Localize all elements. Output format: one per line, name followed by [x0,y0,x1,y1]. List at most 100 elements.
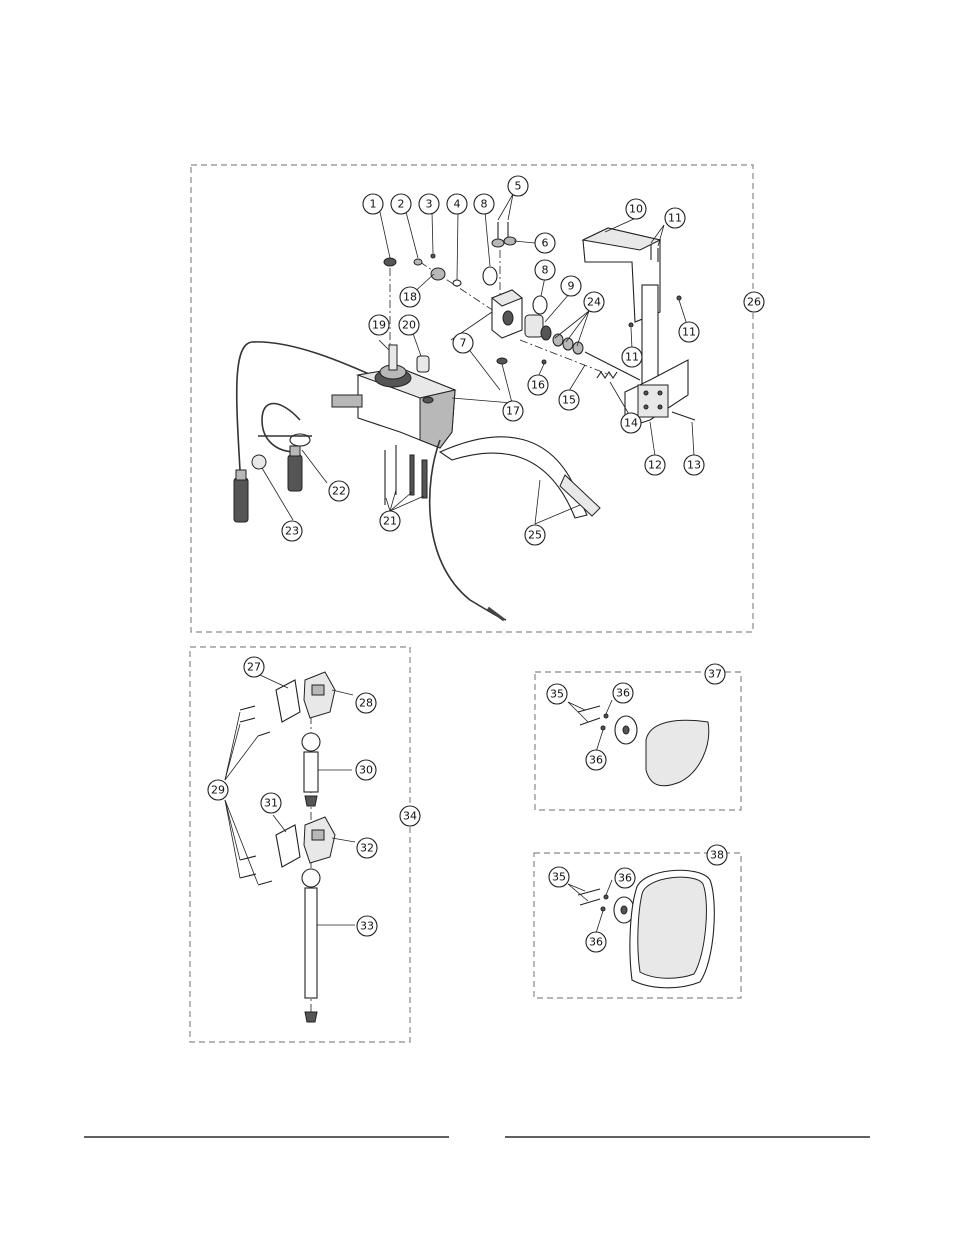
callout-17: 17 [502,400,524,422]
part-3 [430,253,436,259]
callout-37: 37 [704,663,726,685]
washer-6a [491,238,505,248]
callout-26: 26 [743,291,765,313]
callout-12: 12 [644,454,666,476]
bushing-9 [524,314,544,338]
callout-27: 27 [243,656,265,678]
svg-text:16: 16 [531,379,545,392]
callout-4: 4 [446,193,468,215]
svg-text:12: 12 [648,459,662,472]
svg-text:10: 10 [629,203,643,216]
svg-text:26: 26 [747,296,761,309]
headrest-38-drawing [577,869,715,989]
svg-text:3: 3 [426,198,433,211]
svg-text:8: 8 [481,198,488,211]
svg-text:36: 36 [618,872,632,885]
svg-text:17: 17 [506,405,520,418]
svg-text:2: 2 [398,198,405,211]
svg-text:37: 37 [708,668,722,681]
connector-22 [287,454,303,492]
ring-8b [532,295,548,315]
callout-2: 2 [390,193,412,215]
callout-33: 33 [356,915,378,937]
rod-33 [304,887,318,999]
part-1 [383,257,397,267]
callout-10: 10 [625,198,647,220]
svg-text:36: 36 [589,936,603,949]
svg-text:35: 35 [550,688,564,701]
callout-6: 6 [534,232,556,254]
headrest-37-drawing [577,705,710,787]
callout-29: 29 [207,779,229,801]
svg-text:5: 5 [515,180,522,193]
callout-15: 15 [558,389,580,411]
part-18 [430,267,446,281]
callout-30: 30 [355,759,377,781]
callout-20: 20 [398,314,420,336]
callout-21: 21 [379,510,401,532]
svg-text:4: 4 [454,198,461,211]
callout-36c: 36 [614,867,636,889]
svg-text:15: 15 [562,394,576,407]
part-4 [452,279,462,287]
svg-text:34: 34 [403,810,417,823]
callout-34: 34 [399,805,421,827]
callout-32: 32 [356,837,378,859]
callout-14: 14 [620,412,642,434]
callout-16: 16 [527,374,549,396]
svg-text:21: 21 [383,515,397,528]
svg-text:13: 13 [687,459,701,472]
callout-7: 7 [452,332,474,354]
connector-23 [233,477,249,523]
svg-text:14: 14 [624,417,638,430]
svg-text:19: 19 [372,319,386,332]
callout-35b: 35 [548,866,570,888]
callout-9: 9 [560,275,582,297]
svg-text:23: 23 [285,525,299,538]
callout-8b: 8 [534,259,556,281]
svg-text:8: 8 [542,264,549,277]
group-box-37 [534,671,742,811]
part-2 [413,258,423,266]
group-box-38 [533,852,742,999]
callout-23: 23 [281,520,303,542]
svg-text:36: 36 [616,687,630,700]
callout-25: 25 [524,524,546,546]
callout-28: 28 [355,692,377,714]
clamp-31 [275,824,301,868]
svg-text:24: 24 [587,296,601,309]
svg-text:30: 30 [359,764,373,777]
leader-lines [224,193,695,934]
arm-25 [438,436,588,519]
svg-text:9: 9 [568,280,575,293]
callout-35a: 35 [546,683,568,705]
callout-22: 22 [328,480,350,502]
svg-text:22: 22 [332,485,346,498]
svg-text:11: 11 [668,212,682,225]
svg-text:32: 32 [360,842,374,855]
svg-text:33: 33 [360,920,374,933]
svg-text:6: 6 [542,237,549,250]
svg-text:7: 7 [460,337,467,350]
callout-36a: 36 [612,682,634,704]
callout-11b: 11 [678,321,700,343]
rod-30 [303,751,319,793]
svg-text:28: 28 [359,697,373,710]
callout-18: 18 [399,286,421,308]
knob-20 [416,355,430,373]
joystick-assembly-drawing [233,222,696,622]
callout-19: 19 [368,314,390,336]
svg-text:18: 18 [403,291,417,304]
callout-11c: 11 [621,346,643,368]
callout-36b: 36 [585,749,607,771]
callout-8a: 8 [473,193,495,215]
svg-text:29: 29 [211,784,225,797]
callout-11a: 11 [664,207,686,229]
svg-text:27: 27 [247,661,261,674]
svg-text:25: 25 [528,529,542,542]
mount-assembly-drawing [239,671,336,1023]
svg-text:1: 1 [370,198,377,211]
svg-text:31: 31 [264,797,278,810]
group-box-26 [190,164,754,633]
